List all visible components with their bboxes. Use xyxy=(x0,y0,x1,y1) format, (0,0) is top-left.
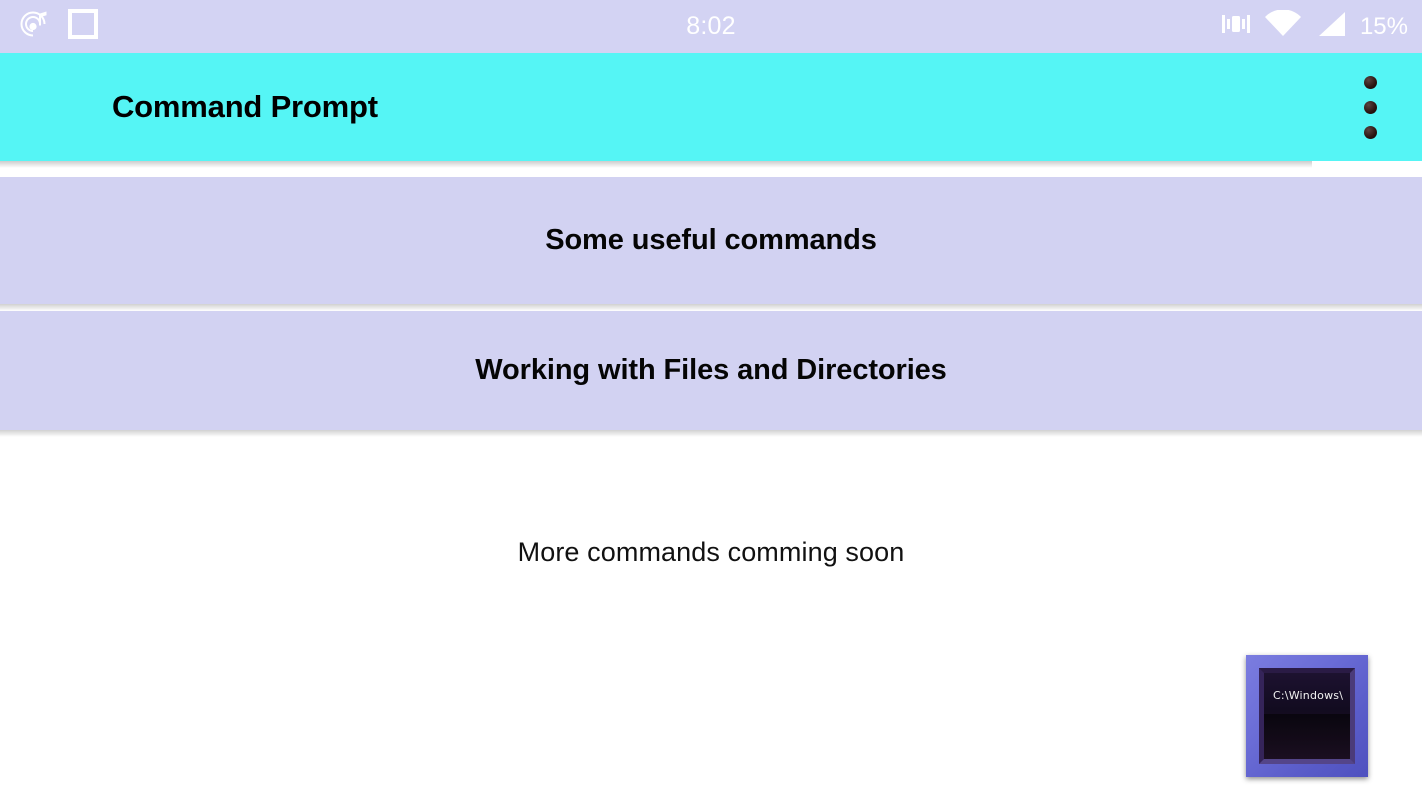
overflow-dot-2 xyxy=(1364,100,1377,114)
command-prompt-screen: C:\Windows\ xyxy=(1259,668,1355,764)
list-item-working-with-files-and-directories[interactable]: Working with Files and Directories xyxy=(0,311,1422,437)
overflow-dot-3 xyxy=(1364,125,1377,139)
status-bar-clock: 8:02 xyxy=(686,12,736,40)
list-item-label: Some useful commands xyxy=(545,224,877,256)
app-bar: Command Prompt xyxy=(0,53,1422,168)
status-bar-right-icons: 15% xyxy=(1221,0,1408,53)
command-prompt-icon: C:\Windows\ xyxy=(1246,655,1368,777)
list-item-some-useful-commands[interactable]: Some useful commands xyxy=(0,177,1422,311)
overflow-menu-button[interactable] xyxy=(1364,53,1377,161)
status-bar: 8:02 15% xyxy=(0,0,1422,53)
page-title: Command Prompt xyxy=(112,89,378,124)
command-prompt-path-label: C:\Windows\ xyxy=(1273,689,1344,702)
list-item-label: Working with Files and Directories xyxy=(475,354,947,386)
status-bar-left-icons xyxy=(18,7,98,46)
coming-soon-note: More commands comming soon xyxy=(517,537,905,567)
battery-percent-label: 15% xyxy=(1359,12,1408,40)
signal-icon xyxy=(1315,10,1347,43)
notification-music-icon xyxy=(18,7,52,46)
vibrate-icon xyxy=(1221,10,1251,43)
wifi-icon xyxy=(1264,9,1302,43)
overflow-dot-1 xyxy=(1364,75,1377,89)
square-outline-icon xyxy=(68,9,98,44)
